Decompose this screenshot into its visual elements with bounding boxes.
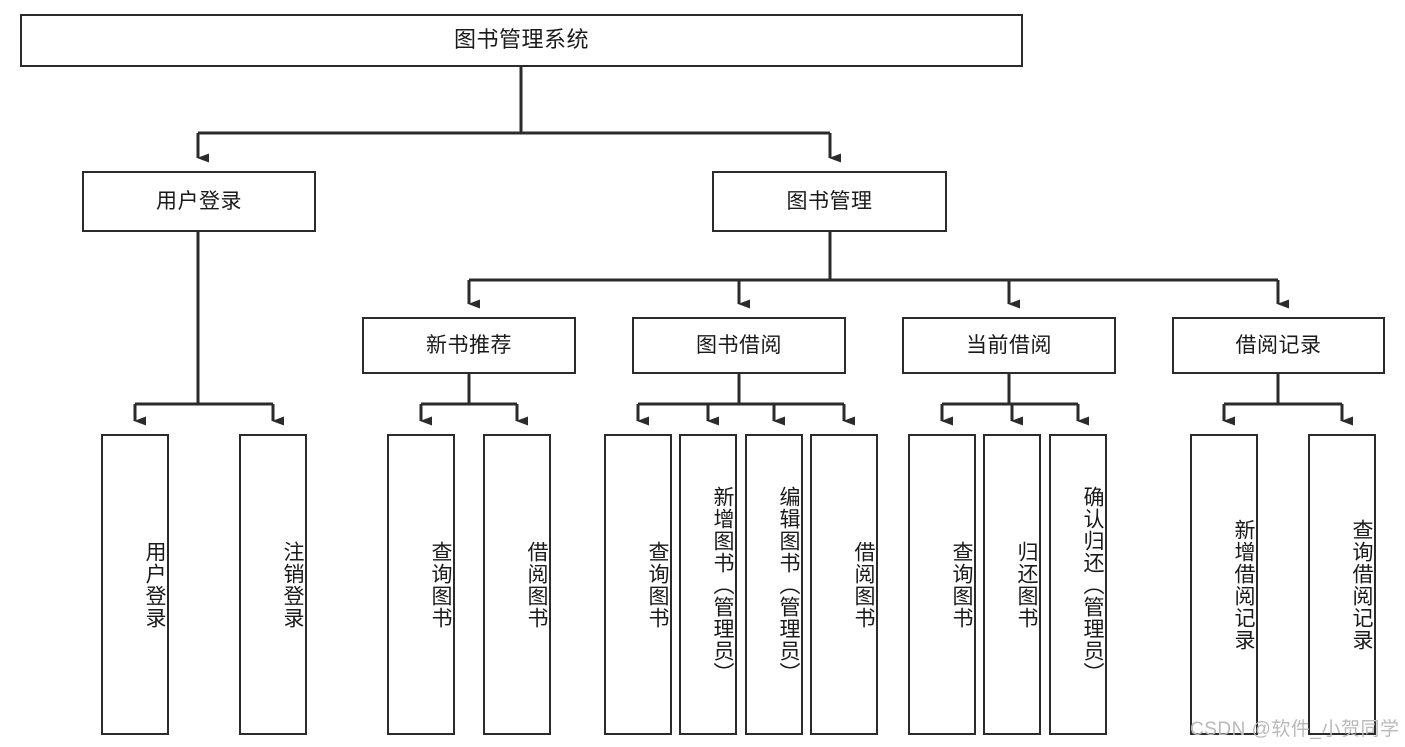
node-level3-2-label: 图书借阅	[696, 333, 782, 357]
node-root[interactable]: 图书管理系统	[20, 14, 1023, 67]
csdn-watermark: CSDN @软件_小贺同学	[1190, 719, 1400, 740]
node-leaf-7-label: 编辑图书（管理员）	[777, 485, 800, 684]
node-leaf-9[interactable]: 查询图书	[908, 434, 976, 735]
node-leaf-9-label: 查询图书	[950, 540, 973, 629]
node-root-label: 图书管理系统	[453, 27, 589, 53]
node-leaf-6-label: 新增图书（管理员）	[711, 485, 734, 684]
node-leaf-1[interactable]: 用户登录	[101, 434, 169, 735]
node-leaf-1-label: 用户登录	[143, 540, 166, 629]
node-leaf-2-label: 注销登录	[281, 540, 304, 629]
node-leaf-11-label: 确认归还（管理员）	[1081, 485, 1104, 684]
node-level3-2[interactable]: 图书借阅	[632, 317, 846, 374]
node-leaf-2[interactable]: 注销登录	[239, 434, 307, 735]
node-leaf-13[interactable]: 查询借阅记录	[1308, 434, 1376, 735]
node-leaf-5[interactable]: 查询图书	[604, 434, 672, 735]
node-leaf-12[interactable]: 新增借阅记录	[1190, 434, 1258, 735]
node-level2-1-label: 用户登录	[156, 189, 242, 213]
node-level3-1[interactable]: 新书推荐	[362, 317, 576, 374]
node-leaf-10-label: 归还图书	[1015, 540, 1038, 629]
node-leaf-11[interactable]: 确认归还（管理员）	[1049, 434, 1107, 735]
node-level3-1-label: 新书推荐	[426, 333, 512, 357]
node-leaf-12-label: 新增借阅记录	[1232, 518, 1255, 651]
node-leaf-7[interactable]: 编辑图书（管理员）	[745, 434, 803, 735]
node-leaf-6[interactable]: 新增图书（管理员）	[679, 434, 737, 735]
node-leaf-5-label: 查询图书	[646, 540, 669, 629]
node-leaf-10[interactable]: 归还图书	[983, 434, 1041, 735]
node-level2-1[interactable]: 用户登录	[82, 171, 316, 232]
node-leaf-4[interactable]: 借阅图书	[483, 434, 551, 735]
node-level3-3-label: 当前借阅	[966, 333, 1052, 357]
node-level3-4[interactable]: 借阅记录	[1172, 317, 1385, 374]
node-level2-2-label: 图书管理	[786, 189, 873, 213]
node-leaf-8[interactable]: 借阅图书	[810, 434, 878, 735]
node-level3-4-label: 借阅记录	[1235, 333, 1322, 357]
node-leaf-4-label: 借阅图书	[525, 540, 548, 629]
node-level2-2[interactable]: 图书管理	[712, 171, 947, 232]
node-leaf-13-label: 查询借阅记录	[1350, 518, 1373, 651]
node-level3-3[interactable]: 当前借阅	[902, 317, 1116, 374]
node-leaf-3[interactable]: 查询图书	[387, 434, 455, 735]
node-leaf-8-label: 借阅图书	[852, 540, 875, 629]
node-leaf-3-label: 查询图书	[429, 540, 452, 629]
